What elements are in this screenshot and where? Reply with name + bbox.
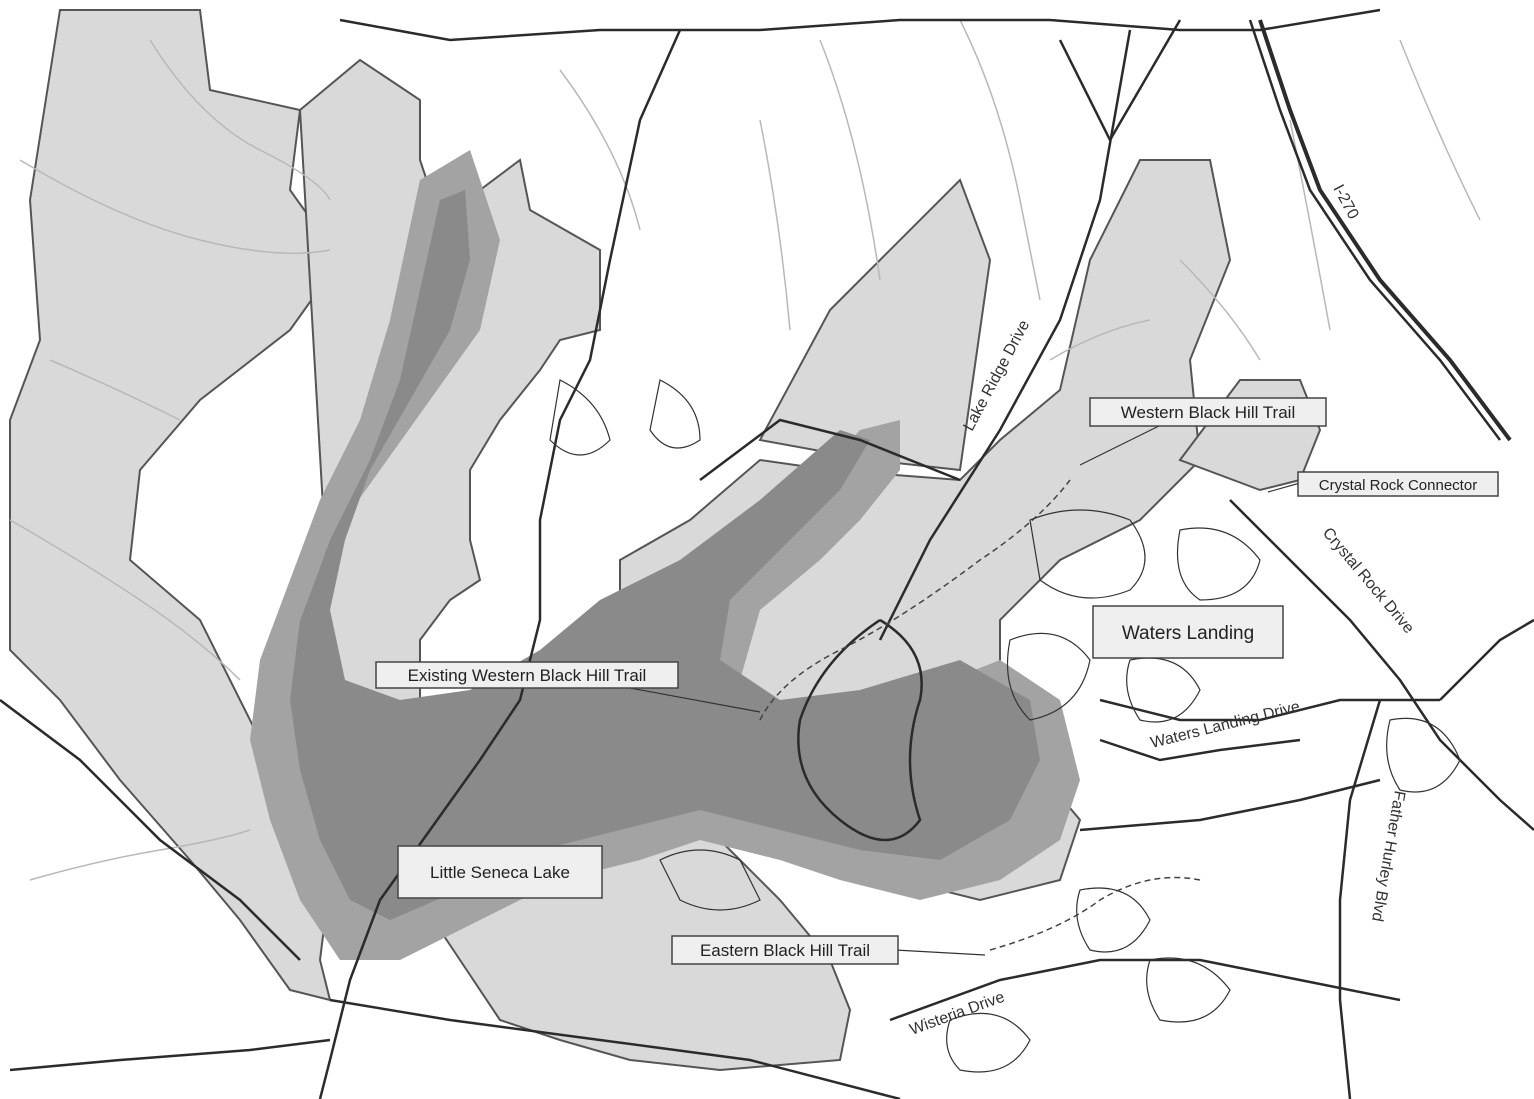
callout-waters-landing: Waters Landing — [1092, 605, 1284, 659]
label-waters-landing: Waters Landing — [1122, 623, 1254, 644]
roads — [0, 8, 1534, 1099]
label-little-seneca-lake: Little Seneca Lake — [430, 863, 570, 882]
streams — [9, 19, 1481, 881]
callout-leaders — [629, 422, 1301, 956]
i270-road — [1258, 19, 1512, 442]
trails — [759, 479, 1201, 951]
callout-eastern-trail: Eastern Black Hill Trail — [671, 935, 899, 965]
label-existing-western-black-hill-trail: Existing Western Black Hill Trail — [408, 666, 647, 685]
label-crystal-rock-connector: Crystal Rock Connector — [1319, 477, 1477, 494]
housing-clusters — [549, 379, 1461, 1073]
callout-existing-western-trail: Existing Western Black Hill Trail — [375, 661, 679, 689]
label-western-black-hill-trail: Western Black Hill Trail — [1121, 403, 1295, 422]
callout-crystal-connector: Crystal Rock Connector — [1297, 471, 1499, 497]
label-eastern-black-hill-trail: Eastern Black Hill Trail — [700, 941, 870, 960]
little-seneca-lake-water — [250, 150, 1080, 960]
callout-little-seneca-lake: Little Seneca Lake — [397, 845, 603, 899]
callout-western-trail: Western Black Hill Trail — [1089, 397, 1327, 427]
